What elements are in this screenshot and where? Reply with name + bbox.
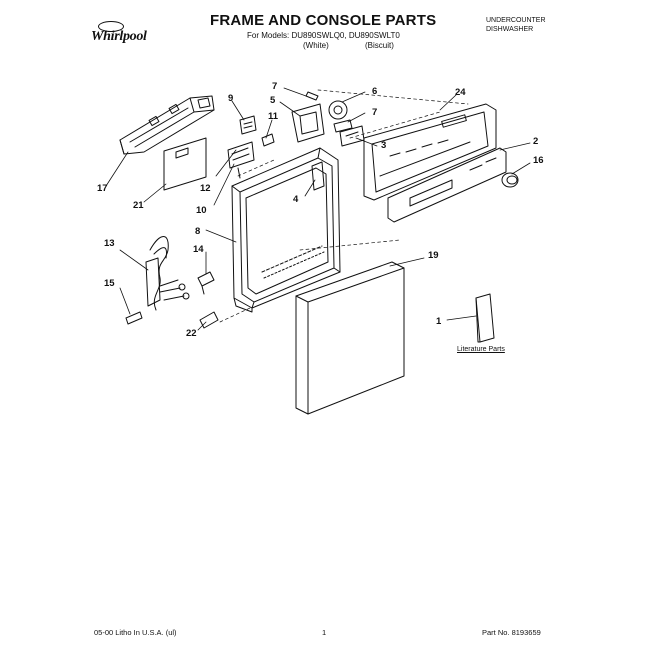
callout-8: 8 [195,226,201,237]
callout-7-top: 7 [272,81,278,92]
part-12-10-strike [227,141,255,179]
callout-9: 9 [228,93,234,104]
footer-part-number: Part No. 8193659 [482,628,541,637]
part-7-screw-a [305,91,319,101]
footer-litho: 05-00 Litho In U.S.A. (ul) [94,628,177,637]
callout-24: 24 [455,87,466,98]
part-11-screw [261,133,275,147]
callout-15: 15 [104,278,115,289]
literature-parts-label: Literature Parts [457,346,505,353]
part-17-knob [501,172,519,188]
part-9-latch [239,115,257,135]
callout-6: 6 [372,86,378,97]
part-8-door-frame [231,147,341,313]
part-24-console [363,103,497,201]
category-line-1: UNDERCOUNTER [486,17,546,24]
callout-16: 17 [97,183,108,194]
callout-7-right: 7 [372,107,378,118]
part-14-fuse [197,271,215,295]
part-21-label-panel [163,137,207,191]
callout-1: 1 [436,316,442,327]
callout-11: 11 [268,111,279,122]
callout-5: 5 [270,95,276,106]
brand-logo-oval [98,21,124,32]
part-7-screw-b [333,119,353,133]
part-3-switch [339,125,365,147]
category-line-2: DISHWASHER [486,26,534,33]
part-6-cam [328,100,348,120]
brand-logo: Whirlpool [91,29,147,44]
page-title: FRAME AND CONSOLE PARTS [210,12,437,29]
callout-2: 2 [533,136,539,147]
callout-13: 13 [104,238,115,249]
callout-17: 16 [533,155,544,166]
part-1-literature [475,293,495,343]
footer-page-number: 1 [322,628,327,637]
callout-19: 19 [428,250,439,261]
callout-3: 3 [381,140,387,151]
alignment-lines [219,89,469,323]
part-5-bracket [291,103,325,143]
models-line: For Models: DU890SWLQ0, DU890SWLT0 [247,31,400,40]
callout-14: 14 [193,244,204,255]
part-2-control-plate [387,147,507,223]
part-16-control-housing [119,95,215,155]
part-4-switch [311,161,325,191]
part-19-door-panel [295,261,405,415]
callout-10: 10 [196,205,207,216]
color-white: (White) [303,41,329,50]
callout-12: 12 [200,183,211,194]
callout-22: 22 [186,328,197,339]
callout-21: 21 [133,200,144,211]
leader-lines [105,87,531,331]
part-15-screw [125,311,143,325]
color-biscuit: (Biscuit) [365,41,394,50]
callout-4: 4 [293,194,299,205]
part-13-wire-harness [145,236,190,311]
